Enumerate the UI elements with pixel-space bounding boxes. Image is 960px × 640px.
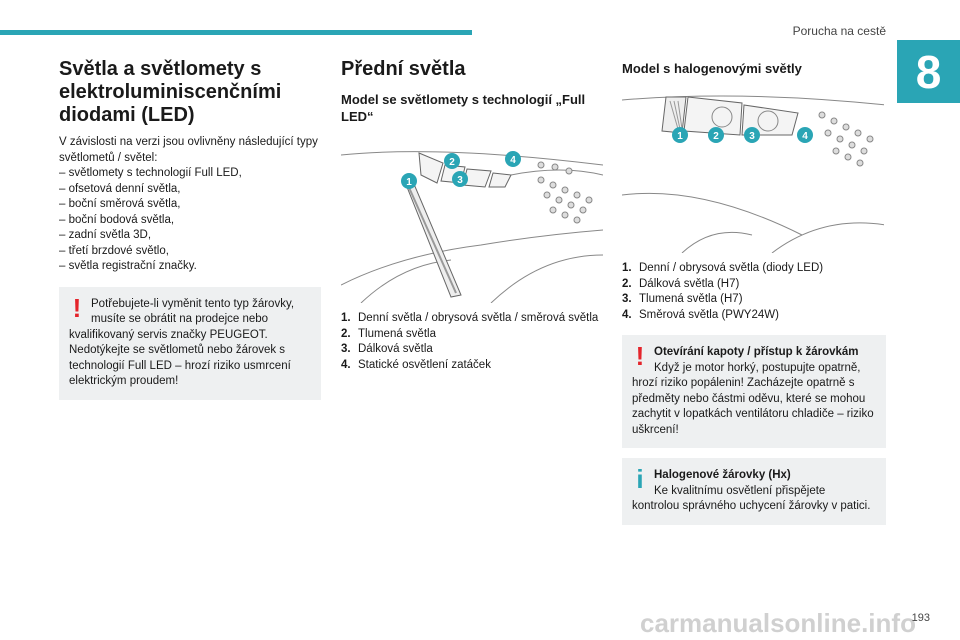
header-accent-bar — [0, 30, 472, 35]
warning-icon: ! — [635, 341, 645, 371]
callout-3: 3 — [749, 131, 755, 142]
info-box-halogen: i Halogenové žárovky (Hx) Ke kvalitnímu … — [622, 458, 886, 525]
heading-led-lights: Světla a světlomety s elektroluminiscenč… — [59, 58, 282, 126]
list-item: 2.Tlumená světla — [341, 327, 436, 340]
intro-text: V závislosti na verzi jsou ovlivněny nás… — [59, 136, 318, 164]
warning-box: ! Potřebujete-li vyměnit tento typ žárov… — [59, 286, 321, 400]
list-item: světla registrační značky. — [59, 259, 321, 275]
halogen-headlamp-illustration: 1 2 3 4 — [622, 85, 884, 253]
column-halogen: Model s halogenovými světly — [622, 58, 886, 525]
subheading-halogen: Model s halogenovými světly — [622, 61, 802, 76]
light-types-list: světlomety s technologií Full LED, ofset… — [59, 166, 321, 275]
callout-4: 4 — [802, 131, 808, 142]
full-led-legend: 1.Denní světla / obrysová světla / směro… — [341, 311, 603, 373]
warning-icon: ! — [72, 292, 82, 323]
callout-4: 4 — [510, 155, 516, 166]
list-item: 3.Tlumená světla (H7) — [622, 293, 743, 305]
callout-2: 2 — [449, 157, 455, 168]
subheading-full-led: Model se světlomety s technologií „Full … — [341, 92, 586, 124]
warning-lead: Potřebujete-li vyměnit tento typ žárovky… — [91, 297, 295, 326]
list-item: boční bodová světla, — [59, 213, 321, 229]
halogen-legend: 1.Denní / obrysová světla (diody LED) 2.… — [622, 261, 886, 323]
info-icon: i — [636, 464, 644, 494]
headlamp-drawing: 1 2 3 4 — [341, 151, 603, 303]
info-lead: Ke kvalitnímu osvětlení přispějete — [654, 484, 826, 497]
chapter-tab: 8 — [897, 40, 960, 103]
callout-markers: 1 2 3 4 — [401, 151, 521, 189]
column-led-lights: Světla a světlomety s elektroluminiscenč… — [59, 58, 321, 400]
warning-text: hrozí riziko popálenin! Zacházejte opatr… — [632, 377, 874, 436]
list-item: zadní světla 3D, — [59, 228, 321, 244]
column-front-lights: Přední světla Model se světlomety s tech… — [341, 58, 603, 373]
list-item: 1.Denní světla / obrysová světla / směro… — [341, 312, 599, 324]
list-item: 2.Dálková světla (H7) — [622, 277, 740, 290]
full-led-headlamp-illustration: 1 2 3 4 — [341, 135, 603, 303]
warning-text: kvalifikovaný servis značky PEUGEOT. Ned… — [69, 328, 291, 388]
info-title: Halogenové žárovky (Hx) — [654, 469, 791, 481]
callout-2: 2 — [713, 131, 719, 142]
heading-front-lights: Přední světla — [341, 58, 466, 80]
warning-box-hood: ! Otevírání kapoty / přístup k žárovkám … — [622, 335, 886, 448]
callout-1: 1 — [677, 131, 683, 142]
list-item: světlomety s technologií Full LED, — [59, 166, 321, 182]
watermark: carmanualsonline.info — [640, 608, 916, 638]
list-item: 1.Denní / obrysová světla (diody LED) — [622, 262, 824, 274]
list-item: ofsetová denní světla, — [59, 182, 321, 198]
callout-3: 3 — [457, 175, 463, 186]
callout-markers: 1 2 3 4 — [672, 127, 813, 143]
list-item: boční směrová světla, — [59, 197, 321, 213]
warning-lead: Když je motor horký, postupujte opatrně, — [654, 361, 861, 374]
list-item: 4.Statické osvětlení zatáček — [341, 358, 491, 371]
page-number: 193 — [911, 612, 930, 624]
section-title: Porucha na cestě — [792, 24, 886, 38]
warning-title: Otevírání kapoty / přístup k žárovkám — [654, 346, 859, 358]
list-item: 3.Dálková světla — [341, 343, 433, 355]
info-text: kontrolou správného uchycení žárovky v p… — [632, 500, 871, 512]
list-item: třetí brzdové světlo, — [59, 244, 321, 260]
list-item: 4.Směrová světla (PWY24W) — [622, 308, 779, 321]
callout-1: 1 — [406, 177, 412, 188]
halogen-drawing: 1 2 3 4 — [622, 95, 884, 253]
